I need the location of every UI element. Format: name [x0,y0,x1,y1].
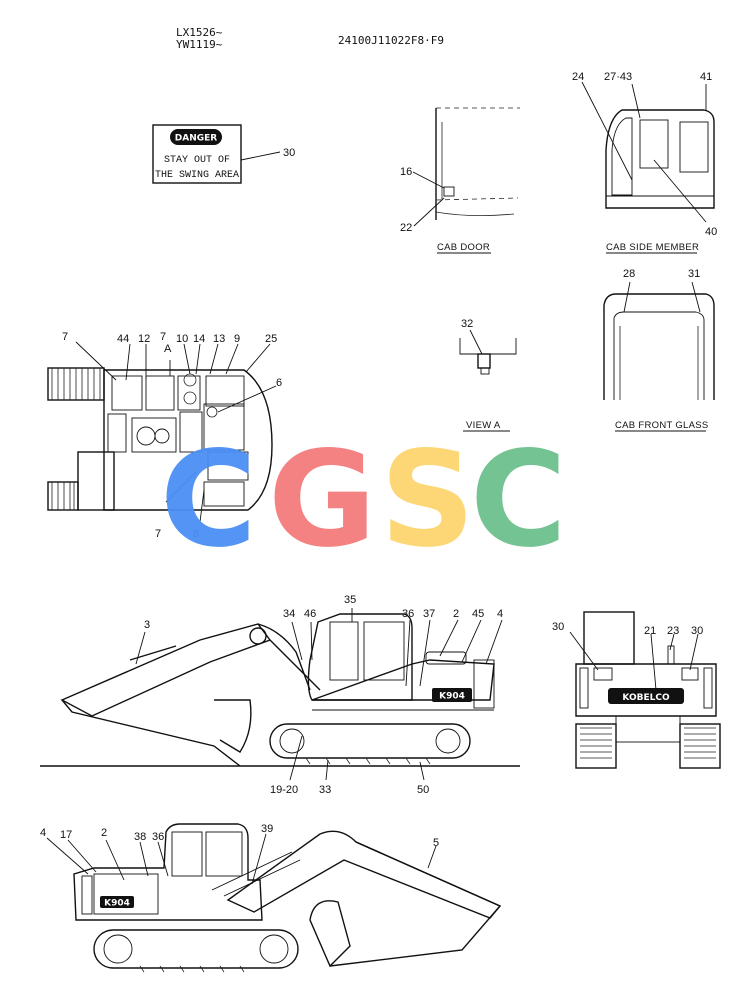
machine-body-left [73,823,263,921]
rear-track-left [575,723,617,769]
danger-line-1: STAY OUT OF [164,155,230,166]
cab-side-member-view: 24 27·43 41 40 CAB SIDE MEMBER [572,71,717,254]
boom [60,623,272,717]
cab-door-caption: CAB DOOR [437,242,490,253]
view-a-caption: VIEW A [466,420,501,431]
part-code: 24100J11022F8·F9 [338,34,444,47]
callout-44: 44 [117,333,129,345]
serial-top: LX1526~ [176,26,223,39]
callout-8: 8 [193,528,199,540]
callout-39: 39 [261,823,273,835]
danger-title: DANGER [175,134,218,144]
boom-bottom [226,830,502,919]
callout-5: 5 [433,837,439,849]
track-bottom [93,929,299,969]
callout-30-rear-a: 30 [552,621,564,633]
door-decal [443,186,455,197]
callout-16: 16 [400,166,412,178]
cab-front-glass-view: 28 31 CAB FRONT GLASS [603,268,715,432]
callout-37: 37 [423,608,435,620]
watermark-letter-c2: C [470,423,567,577]
callout-40: 40 [705,226,717,238]
callout-9: 9 [234,333,240,345]
decal-frame [152,124,242,184]
callout-17: 17 [60,829,72,841]
bucket [214,699,252,753]
callout-12: 12 [138,333,150,345]
cab [307,613,413,701]
upper-structure [103,369,273,511]
callout-13: 13 [213,333,225,345]
rear-brand: KOBELCO [622,693,670,703]
callout-6: 6 [276,377,282,389]
top-view: A 7 44 12 7 10 14 13 9 25 6 7 8 [47,331,282,540]
callout-30-sign: 30 [283,147,295,159]
callout-10: 10 [176,333,188,345]
bucket-bottom [309,900,351,968]
callout-2-side: 2 [453,608,459,620]
callout-30-rear-b: 30 [691,625,703,637]
cab-front-glass-caption: CAB FRONT GLASS [615,420,709,431]
arm [61,699,241,767]
callout-23: 23 [667,625,679,637]
callout-7-b: 7 [160,331,166,343]
callout-4-bottom: 4 [40,827,46,839]
cab-side-member-caption: CAB SIDE MEMBER [606,242,699,253]
callout-36-side: 36 [402,608,414,620]
callout-25: 25 [265,333,277,345]
callout-32: 32 [461,318,473,330]
callout-33: 33 [319,784,331,796]
callout-46: 46 [304,608,316,620]
callout-45: 45 [472,608,484,620]
rear-logo-plate [608,688,684,704]
danger-decal: DANGER STAY OUT OF THE SWING AREA 30 [152,124,295,184]
callout-19-20: 19-20 [270,784,298,796]
bottom-model-badge: K904 [104,899,130,909]
side-model-badge: K904 [439,692,465,702]
callout-35: 35 [344,594,356,606]
callout-21: 21 [644,625,656,637]
watermark: C G S C [160,423,567,577]
callout-24: 24 [572,71,584,83]
callout-3: 3 [144,619,150,631]
view-a-marker: A [164,343,172,355]
danger-badge [170,129,222,145]
callout-4-side: 4 [497,608,503,620]
callout-50: 50 [417,784,429,796]
callout-7-c: 7 [155,528,161,540]
watermark-letter-g: G [268,423,376,577]
arm-bottom [329,841,502,967]
callout-22: 22 [400,222,412,234]
callout-27-43: 27·43 [604,71,632,83]
callout-38: 38 [134,831,146,843]
cab-door-view: 16 22 CAB DOOR [400,107,520,254]
model-badge-side [432,688,472,702]
bottom-side-view: K904 4 17 2 38 36 39 5 [40,823,502,973]
header: LX1526~ YW1119~ 24100J11022F8·F9 [176,26,444,51]
side-view: K904 3 34 46 35 36 37 2 45 4 19-20 33 50 [40,594,520,796]
callout-28: 28 [623,268,635,280]
callout-34: 34 [283,608,295,620]
watermark-letter-s: S [380,423,475,577]
callout-14: 14 [193,333,205,345]
watermark-letter-c: C [160,423,257,577]
rear-view: KOBELCO 30 21 23 30 [552,611,721,769]
left-track-bottom [47,481,79,511]
rear-track-right [679,723,721,769]
track-side [269,723,471,759]
callout-2-bottom: 2 [101,827,107,839]
leader-line [240,151,281,161]
view-a: 32 VIEW A [459,318,517,432]
callout-36-bottom: 36 [152,831,164,843]
callout-41: 41 [700,71,712,83]
callout-31: 31 [688,268,700,280]
model-badge-bottom [100,896,134,908]
callout-7-a: 7 [62,331,68,343]
serial-bottom: YW1119~ [176,38,223,51]
danger-line-2: THE SWING AREA [155,170,239,181]
